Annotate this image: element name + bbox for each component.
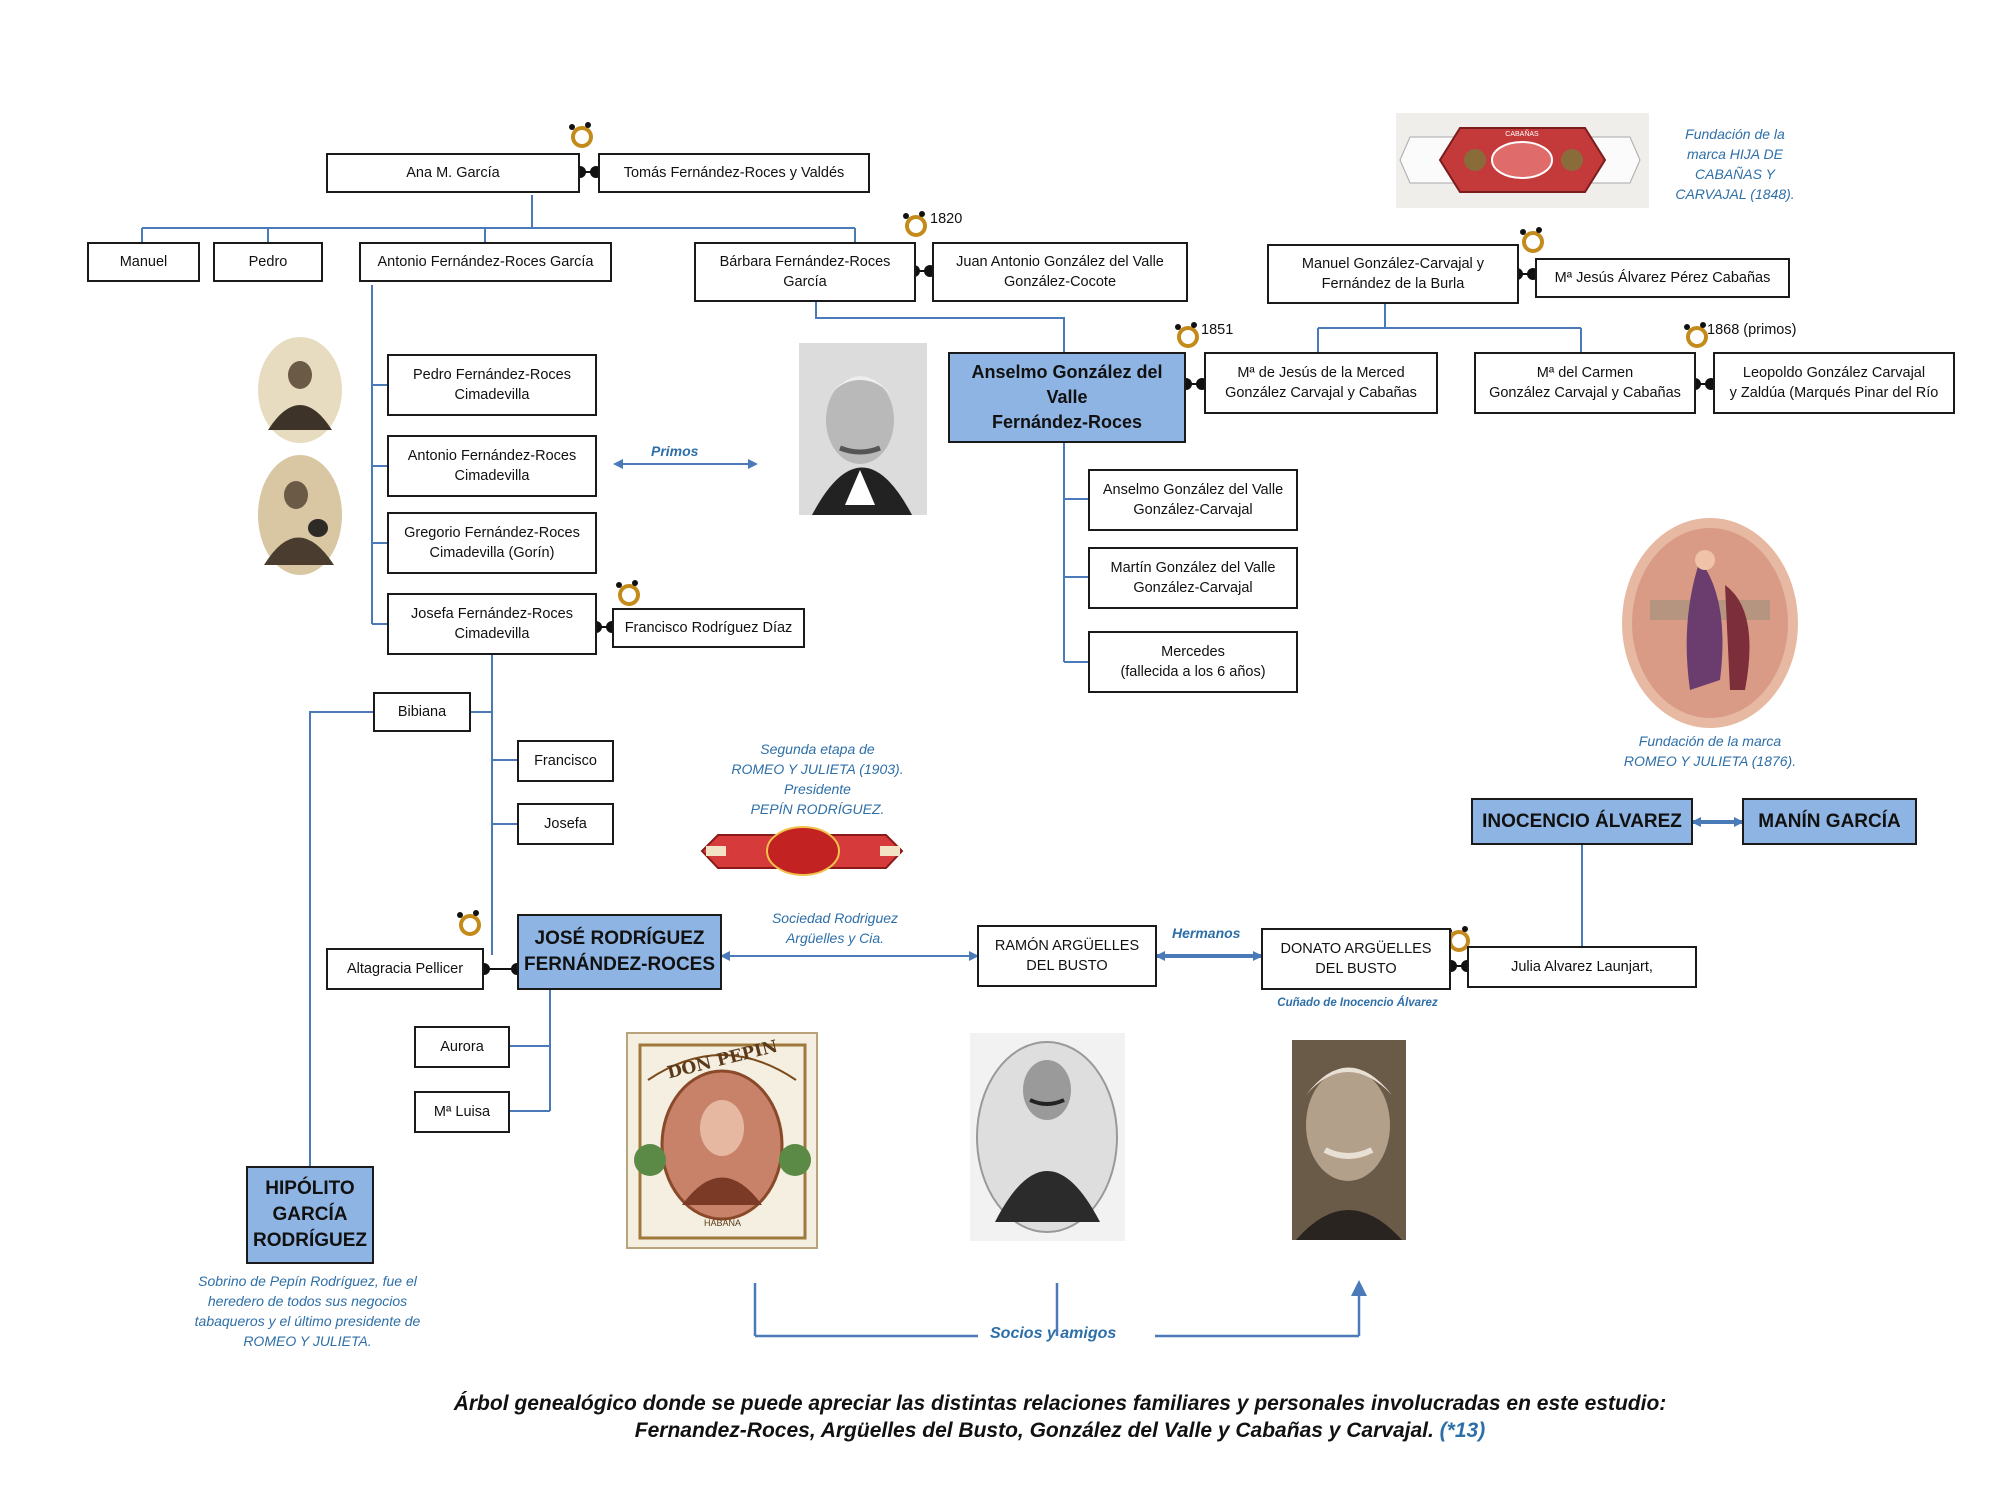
person-ma-jesus-merced: Mª de Jesús de la Merced González Carvaj… bbox=[1204, 352, 1438, 414]
person-donato-arguelles: DONATO ARGÜELLES DEL BUSTO bbox=[1261, 928, 1451, 990]
person-francisco: Francisco bbox=[517, 740, 614, 782]
person-mercedes: Mercedes (fallecida a los 6 años) bbox=[1088, 631, 1298, 693]
label-hermanos: Hermanos bbox=[1172, 925, 1241, 941]
person-inocencio-alvarez: INOCENCIO ÁLVAREZ bbox=[1471, 798, 1693, 845]
wedding-rings-icon bbox=[903, 211, 927, 237]
person-jose-rodriguez-fernandez-roces: JOSÉ RODRÍGUEZ FERNÁNDEZ-ROCES bbox=[517, 914, 722, 990]
label-socios-y-amigos: Socios y amigos bbox=[990, 1325, 1117, 1342]
person-francisco-rodriguez-diaz: Francisco Rodríguez Díaz bbox=[612, 608, 805, 648]
label-primos: Primos bbox=[651, 443, 699, 459]
line-ana-children bbox=[141, 195, 856, 243]
year-1820: 1820 bbox=[930, 211, 963, 227]
person-julia-alvarez: Julia Alvarez Launjart, bbox=[1467, 946, 1697, 988]
person-aurora: Aurora bbox=[414, 1026, 510, 1068]
line-antonio-children bbox=[371, 285, 387, 625]
person-juan-antonio: Juan Antonio González del Valle González… bbox=[932, 242, 1188, 302]
person-martin-gonzalez-carvajal: Martín González del Valle González-Carva… bbox=[1088, 547, 1298, 609]
cigar-band-hija-cabanas-image bbox=[1396, 113, 1649, 208]
don-pepin-label-image bbox=[626, 1032, 818, 1249]
person-tomas-fernandez-roces: Tomás Fernández-Roces y Valdés bbox=[598, 153, 870, 193]
person-ramon-arguelles: RAMÓN ARGÜELLES DEL BUSTO bbox=[977, 925, 1157, 987]
caption-line1: Árbol genealógico donde se puede aprecia… bbox=[453, 1392, 1667, 1415]
line-barbara-anselmo bbox=[815, 302, 1065, 352]
person-bibiana: Bibiana bbox=[373, 692, 471, 732]
line-anselmo-children bbox=[1063, 443, 1088, 663]
person-anselmo-gonzalez-carvajal: Anselmo González del Valle González-Carv… bbox=[1088, 469, 1298, 531]
wedding-rings-icons bbox=[457, 122, 1708, 952]
person-ma-carmen: Mª del Carmen González Carvajal y Cabaña… bbox=[1474, 352, 1696, 414]
person-manuel: Manuel bbox=[87, 242, 200, 282]
person-manin-garcia: MANÍN GARCÍA bbox=[1742, 798, 1917, 845]
line-josefa-children bbox=[491, 655, 517, 955]
don-pepin-sub-text: HABANA bbox=[703, 1218, 741, 1228]
cigar-band-romeo-julieta-image bbox=[700, 826, 904, 876]
note-hija-cabanas: Fundación de la marca HIJA DE CABAÑAS Y … bbox=[1675, 126, 1795, 202]
wedding-rings-icon bbox=[616, 580, 640, 606]
person-gregorio-fr-cimadevilla: Gregorio Fernández-Roces Cimadevilla (Go… bbox=[387, 512, 597, 574]
person-manuel-gonzalez-carvajal: Manuel González-Carvajal y Fernández de … bbox=[1267, 244, 1519, 304]
romeo-julieta-lithograph-image bbox=[1622, 518, 1798, 728]
line-bibiana-hipolito bbox=[309, 711, 373, 1166]
person-barbara: Bárbara Fernández-Roces García bbox=[694, 242, 916, 302]
note-sobrino: Sobrino de Pepín Rodríguez, fue el hered… bbox=[194, 1273, 421, 1349]
diagram-caption: Árbol genealógico donde se puede aprecia… bbox=[300, 1390, 1820, 1444]
line-jose-children bbox=[510, 986, 551, 1112]
person-josefa: Josefa bbox=[517, 803, 614, 845]
caption-line2: Fernandez-Roces, Argüelles del Busto, Go… bbox=[634, 1419, 1440, 1442]
note-segunda-etapa: Segunda etapa de ROMEO Y JULIETA (1903).… bbox=[731, 741, 904, 817]
portrait-anselmo-photo bbox=[799, 343, 927, 515]
person-hipolito-garcia-rodriguez: HIPÓLITO GARCÍA RODRÍGUEZ bbox=[246, 1166, 374, 1264]
cigar-band-text: CABAÑAS bbox=[1505, 131, 1539, 138]
note-sociedad: Sociedad Rodriguez Argüelles y Cia. bbox=[771, 910, 899, 946]
wedding-rings-icon bbox=[569, 122, 593, 148]
wedding-rings-icon bbox=[1520, 227, 1544, 253]
portrait-ramon-photo bbox=[970, 1033, 1125, 1241]
person-josefa-fr-cimadevilla: Josefa Fernández-Roces Cimadevilla bbox=[387, 593, 597, 655]
person-altagracia-pellicer: Altagracia Pellicer bbox=[326, 948, 484, 990]
portrait-donato-photo bbox=[1292, 1040, 1406, 1240]
note-romeo-1876: Fundación de la marca ROMEO Y JULIETA (1… bbox=[1623, 733, 1797, 769]
year-1868: 1868 (primos) bbox=[1707, 322, 1797, 338]
person-ma-luisa: Mª Luisa bbox=[414, 1091, 510, 1133]
person-pedro: Pedro bbox=[213, 242, 323, 282]
person-ana-garcia: Ana M. García bbox=[326, 153, 580, 193]
portrait-antonio-photo bbox=[258, 455, 342, 575]
person-antonio-fr-cimadevilla: Antonio Fernández-Roces Cimadevilla bbox=[387, 435, 597, 497]
person-ma-jesus-alvarez: Mª Jesús Álvarez Pérez Cabañas bbox=[1535, 258, 1790, 298]
caption-ref: (*13) bbox=[1439, 1419, 1486, 1442]
portrait-pedro-photo bbox=[258, 337, 342, 443]
year-1851: 1851 bbox=[1201, 322, 1234, 338]
wedding-rings-icon bbox=[457, 910, 481, 936]
person-pedro-fr-cimadevilla: Pedro Fernández-Roces Cimadevilla bbox=[387, 354, 597, 416]
wedding-rings-icon bbox=[1175, 322, 1199, 348]
person-antonio-fr-garcia: Antonio Fernández-Roces García bbox=[359, 242, 612, 282]
note-cunado: Cuñado de Inocencio Álvarez bbox=[1277, 997, 1438, 1009]
person-leopoldo: Leopoldo González Carvajal y Zaldúa (Mar… bbox=[1713, 352, 1955, 414]
person-anselmo-gonzalez-del-valle: Anselmo González del Valle Fernández-Roc… bbox=[948, 352, 1186, 443]
line-manuel-children bbox=[1317, 303, 1582, 352]
wedding-rings-icon bbox=[1684, 322, 1708, 348]
